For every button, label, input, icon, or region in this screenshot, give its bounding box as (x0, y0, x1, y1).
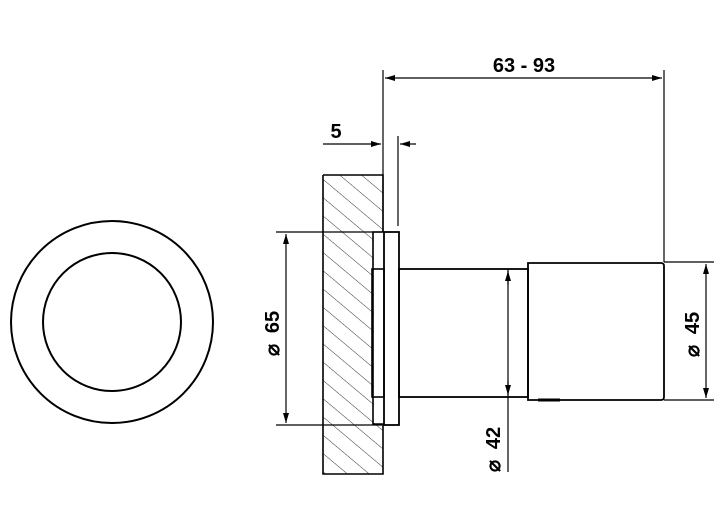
flange (383, 231, 400, 426)
dimension-flange-thickness: 5 (323, 121, 416, 226)
side-view (371, 231, 665, 426)
dimension-label-thickness: 5 (330, 121, 341, 143)
valve-cap (527, 262, 665, 401)
dimension-label-65: 65 (262, 311, 284, 333)
front-view (10, 220, 214, 424)
dimension-label-45: 45 (682, 312, 704, 334)
dimension-label-projection: 63 - 93 (493, 55, 555, 77)
front-view-outer-circle (10, 220, 214, 424)
wall-section (322, 174, 384, 475)
dimension-flange-diameter: ⌀ 65 (262, 231, 382, 426)
diameter-symbol-45: ⌀ (682, 345, 704, 357)
diameter-symbol-65: ⌀ (262, 344, 284, 356)
valve-body (398, 268, 529, 398)
diameter-symbol-42: ⌀ (483, 460, 505, 472)
wall-hatch (323, 175, 383, 474)
dimension-body-diameter: ⌀ 42 (483, 269, 511, 472)
wall-cutout-mask (374, 233, 383, 423)
dimension-cap-diameter: ⌀ 45 (664, 261, 714, 401)
front-view-inner-circle (42, 252, 182, 392)
dimension-projection: 63 - 93 (382, 55, 665, 262)
dimension-label-42: 42 (483, 427, 505, 449)
